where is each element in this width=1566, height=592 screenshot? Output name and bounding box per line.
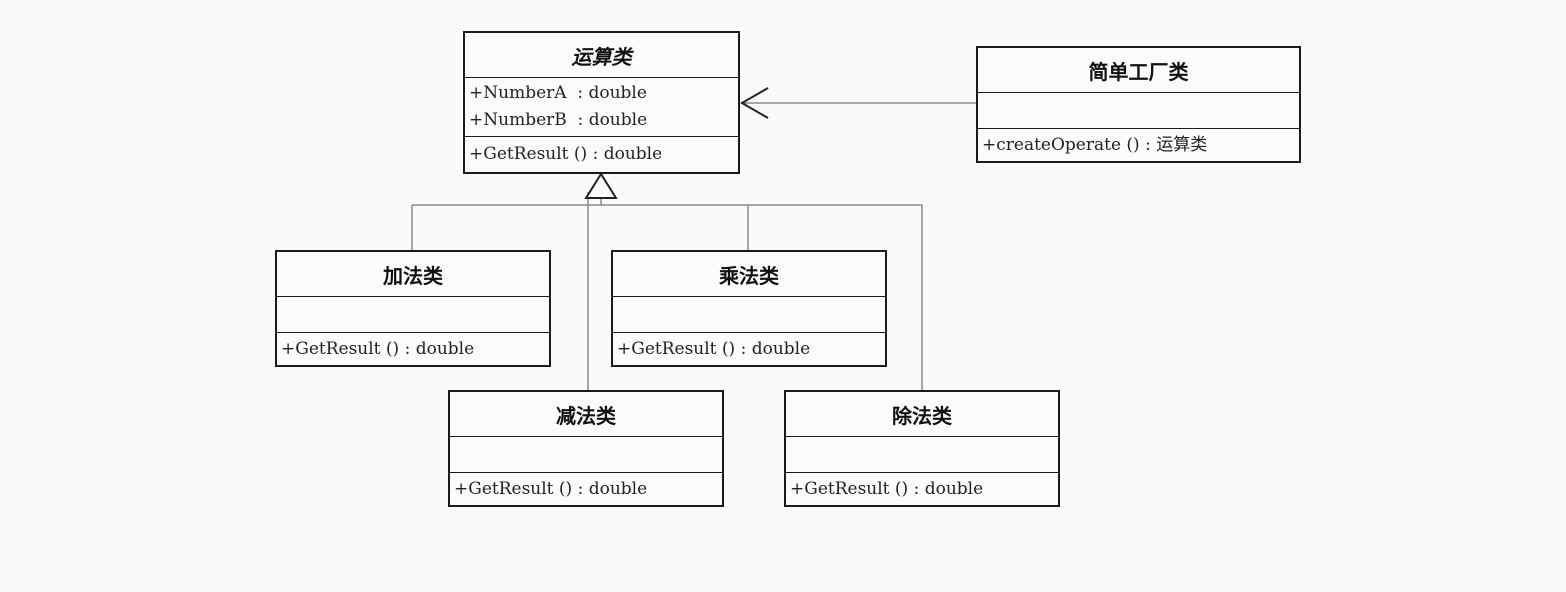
operation: +GetResult () : double <box>454 478 648 499</box>
operation: +GetResult () : double <box>790 478 984 499</box>
operations-section: +GetResult () : double <box>786 472 1058 505</box>
operations-section: +GetResult () : double <box>277 332 549 365</box>
class-divide: 除法类 +GetResult () : double <box>784 390 1060 507</box>
operation: +GetResult () : double <box>617 338 811 359</box>
operations-section: +createOperate () : 运算类 <box>978 128 1299 161</box>
operation: +GetResult () : double <box>281 338 475 359</box>
class-add: 加法类 +GetResult () : double <box>275 250 551 367</box>
operations-section: +GetResult () : double <box>465 136 738 172</box>
attributes-section <box>277 296 549 332</box>
dependency-arrowhead <box>739 87 769 119</box>
attributes-section <box>613 296 885 332</box>
attributes-section <box>450 436 722 472</box>
class-name: 加法类 <box>383 263 443 288</box>
operation: +GetResult () : double <box>469 144 663 164</box>
class-operation: 运算类 +NumberA : double +NumberB : double … <box>463 31 740 174</box>
operations-section: +GetResult () : double <box>450 472 722 505</box>
class-name: 运算类 <box>571 44 632 69</box>
operations-section: +GetResult () : double <box>613 332 885 365</box>
class-name: 减法类 <box>556 403 616 428</box>
attributes-section <box>978 92 1299 128</box>
class-subtract: 减法类 +GetResult () : double <box>448 390 724 507</box>
attribute: +NumberA : double <box>469 83 647 103</box>
class-name: 简单工厂类 <box>1088 59 1189 84</box>
generalization-arrowhead <box>584 172 618 199</box>
class-simple-factory: 简单工厂类 +createOperate () : 运算类 <box>976 46 1301 163</box>
class-name: 除法类 <box>892 403 952 428</box>
operation: +createOperate () : 运算类 <box>982 134 1208 155</box>
class-name: 乘法类 <box>719 263 779 288</box>
class-multiply: 乘法类 +GetResult () : double <box>611 250 887 367</box>
attribute: +NumberB : double <box>469 110 648 130</box>
attributes-section: +NumberA : double +NumberB : double <box>465 77 738 136</box>
attributes-section <box>786 436 1058 472</box>
